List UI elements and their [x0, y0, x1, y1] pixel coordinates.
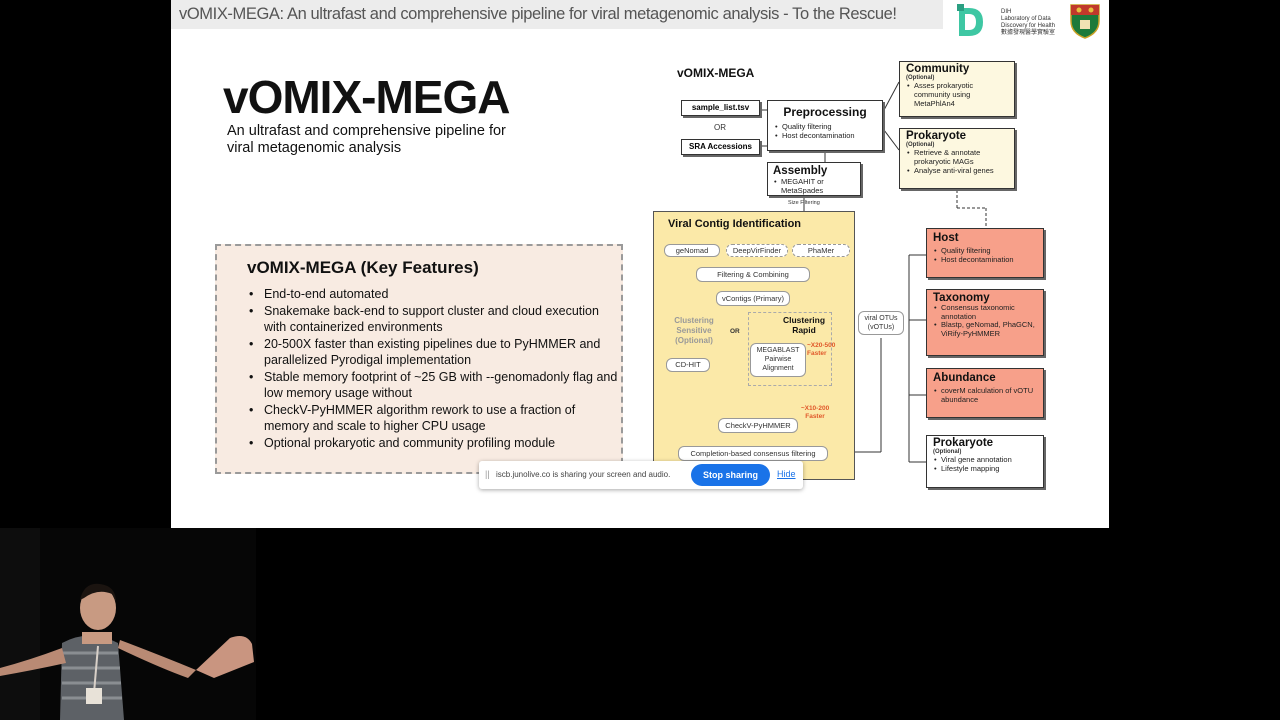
checkv-pyhmmer-step: CheckV-PyHMMER	[718, 418, 798, 433]
clustering-rapid-group	[748, 312, 832, 386]
clustering-sensitive-label: Clustering Sensitive (Optional)	[674, 316, 714, 345]
share-message: iscb.junolive.co is sharing your screen …	[496, 470, 671, 479]
assembly-title: Assembly	[773, 165, 828, 177]
speaker-video-image	[0, 528, 256, 720]
megablast-speedup-label: ~X20-500 Faster	[807, 342, 836, 357]
community-optional: (Optional)	[906, 75, 935, 81]
preprocessing-item: Quality filtering	[774, 122, 876, 131]
screen-share-notification: || iscb.junolive.co is sharing your scre…	[479, 461, 803, 489]
megablast-step: MEGABLAST Pairwise Alignment	[750, 343, 806, 377]
slide-subtitle: An ultrafast and comprehensive pipeline …	[227, 123, 506, 156]
deepvirfinder-tool: DeepVirFinder	[726, 244, 788, 257]
host-item: Host decontamination	[933, 255, 1037, 264]
taxonomy-item: Blastp, geNomad, PhaGCN, ViRify-PyHMMER	[933, 320, 1037, 338]
host-title: Host	[933, 232, 959, 244]
feature-item: Stable memory footprint of ~25 GB with -…	[249, 369, 619, 402]
taxonomy-box: Taxonomy Consensus taxonomic annotation …	[926, 289, 1044, 356]
prokaryote-top-box: Prokaryote (Optional) Retrieve & annotat…	[899, 128, 1015, 189]
community-title: Community	[906, 63, 970, 75]
taxonomy-list: Consensus taxonomic annotation Blastp, g…	[933, 303, 1037, 338]
feature-item: End-to-end automated	[249, 286, 619, 303]
logo-line: DIH	[1001, 9, 1012, 15]
preprocessing-item: Host decontamination	[774, 131, 876, 140]
taxonomy-item: Consensus taxonomic annotation	[933, 303, 1037, 321]
viral-contig-identification-panel: Viral Contig Identification geNomad Deep…	[653, 211, 855, 480]
prokaryote-top-item: Analyse anti-viral genes	[906, 166, 1008, 175]
logo-line: Laboratory of Data	[1001, 16, 1051, 22]
vci-title: Viral Contig Identification	[668, 218, 802, 230]
diagram-title: vOMIX-MEGA	[677, 66, 755, 80]
prokaryote-top-list: Retrieve & annotate prokaryotic MAGs Ana…	[906, 148, 1008, 175]
drag-handle-icon[interactable]: ||	[485, 469, 490, 479]
clustering-or-label: OR	[730, 328, 740, 335]
prokaryote-bottom-optional: (Optional)	[933, 449, 962, 455]
taxonomy-title: Taxonomy	[933, 292, 990, 304]
stop-sharing-button[interactable]: Stop sharing	[691, 464, 770, 486]
input-sample-list: sample_list.tsv	[681, 100, 760, 116]
feature-item: CheckV-PyHMMER algorithm rework to use a…	[249, 402, 619, 435]
slide-header-bar: vOMIX-MEGA: An ultrafast and comprehensi…	[171, 0, 943, 29]
preprocessing-list: Quality filtering Host decontamination	[774, 122, 876, 140]
abundance-title: Abundance	[933, 372, 996, 384]
genomad-tool: geNomad	[664, 244, 720, 257]
logo-line: Discovery for Health	[1001, 23, 1056, 29]
presentation-slide: vOMIX-MEGA: An ultrafast and comprehensi…	[171, 0, 1109, 528]
prokaryote-bottom-list: Viral gene annotation Lifestyle mapping	[933, 455, 1037, 473]
community-list: Asses prokaryotic community using MetaPh…	[906, 81, 1008, 108]
lab-logo-text: DIH Laboratory of Data Discovery for Hea…	[1001, 9, 1081, 37]
host-item: Quality filtering	[933, 246, 1037, 255]
logo-line: 數據發現醫學實驗室	[1001, 30, 1056, 36]
webcam-video-feed	[0, 528, 256, 720]
hide-link[interactable]: Hide	[777, 469, 796, 479]
feature-item: 20-500X faster than existing pipelines d…	[249, 336, 619, 369]
input-sra-accessions: SRA Accessions	[681, 139, 760, 155]
ldh-logo-icon	[957, 4, 983, 36]
prokaryote-bottom-item: Lifestyle mapping	[933, 464, 1037, 473]
prokaryote-top-item: Retrieve & annotate prokaryotic MAGs	[906, 148, 1008, 166]
prokaryote-bottom-title: Prokaryote	[933, 437, 994, 449]
assembly-item: MEGAHIT or MetaSpades	[773, 177, 855, 195]
slide-title: vOMIX-MEGA	[223, 71, 510, 123]
assembly-box: Assembly MEGAHIT or MetaSpades	[767, 162, 861, 196]
slide-header-title: vOMIX-MEGA: An ultrafast and comprehensi…	[179, 5, 897, 23]
filtering-combining-step: Filtering & Combining	[696, 267, 810, 282]
community-box: Community (Optional) Asses prokaryotic c…	[899, 61, 1015, 117]
key-features-title: vOMIX-MEGA (Key Features)	[247, 258, 479, 277]
key-features-box: vOMIX-MEGA (Key Features) End-to-end aut…	[215, 244, 623, 474]
phamer-tool: PhaMer	[792, 244, 850, 257]
prokaryote-bottom-box: Prokaryote (Optional) Viral gene annotat…	[926, 435, 1044, 488]
community-item: Asses prokaryotic community using MetaPh…	[906, 81, 1008, 108]
votus-node: viral OTUs (vOTUs)	[858, 311, 904, 335]
feature-item: Optional prokaryotic and community profi…	[249, 435, 619, 452]
feature-item: Snakemake back-end to support cluster an…	[249, 303, 619, 336]
key-features-list: End-to-end automated Snakemake back-end …	[249, 286, 619, 451]
preprocessing-title: Preprocessing	[783, 105, 867, 119]
host-list: Quality filtering Host decontamination	[933, 246, 1037, 264]
abundance-box: Abundance coverM calculation of vOTU abu…	[926, 368, 1044, 418]
size-filtering-label: Size Filtering	[788, 200, 820, 206]
prokaryote-top-title: Prokaryote	[906, 130, 967, 142]
host-box: Host Quality filtering Host decontaminat…	[926, 228, 1044, 278]
cdhit-step: CD-HIT	[666, 358, 710, 372]
prokaryote-top-optional: (Optional)	[906, 142, 935, 148]
abundance-item: coverM calculation of vOTU abundance	[933, 386, 1037, 404]
completion-filtering-step: Completion-based consensus filtering	[678, 446, 828, 461]
preprocessing-box: Preprocessing Quality filtering Host dec…	[767, 100, 883, 151]
checkv-speedup-label: ~X10-200 Faster	[800, 405, 830, 420]
clustering-rapid-label: Clustering Rapid	[782, 315, 826, 335]
university-crest-icon	[1070, 4, 1100, 39]
input-or-label: OR	[714, 123, 726, 132]
abundance-list: coverM calculation of vOTU abundance	[933, 386, 1037, 404]
prokaryote-bottom-item: Viral gene annotation	[933, 455, 1037, 464]
vcontigs-primary-step: vContigs (Primary)	[716, 291, 790, 306]
assembly-list: MEGAHIT or MetaSpades	[773, 177, 855, 195]
